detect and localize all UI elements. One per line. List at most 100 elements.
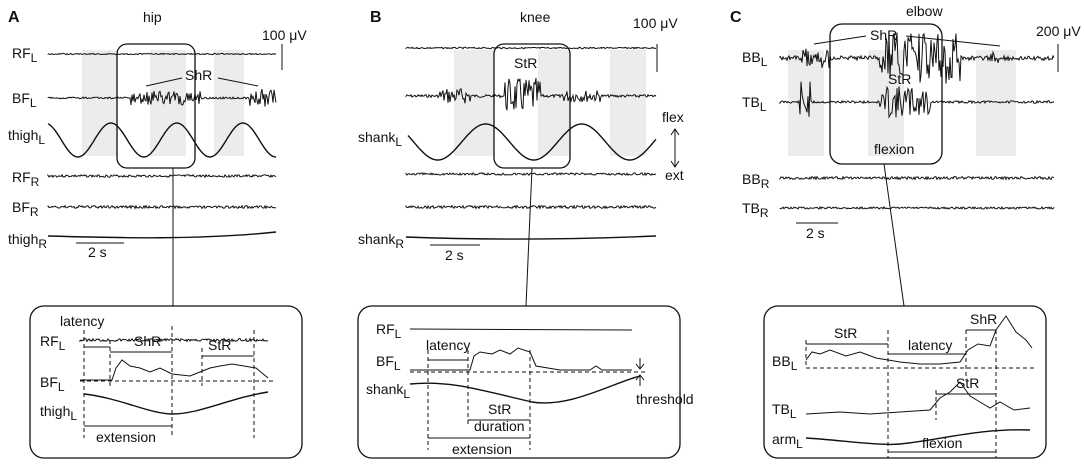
shr-label: ShR xyxy=(134,333,161,349)
inset-box xyxy=(357,305,681,459)
duration-label: duration xyxy=(474,418,525,434)
joint-label: elbow xyxy=(906,3,943,19)
reflex-label: ShR xyxy=(185,67,212,83)
trace-label: BBR xyxy=(742,171,770,191)
reflex-arrow xyxy=(813,35,867,45)
kinematic-trace xyxy=(407,123,657,161)
shr-label: ShR xyxy=(970,311,997,327)
emg-trace xyxy=(47,173,277,179)
panel-c: C elbow 200 μV BBL TBL BBR TBR ShR StR f… xyxy=(730,3,1081,459)
inset-kinematic-trace xyxy=(83,391,269,415)
inset-trace-label: BBL xyxy=(772,353,798,373)
inset-emg-trace xyxy=(805,315,1033,365)
threshold-label: threshold xyxy=(636,391,694,407)
inset-trace-label: TBL xyxy=(772,401,797,421)
inset-emg-trace xyxy=(410,347,632,371)
amplitude-scale-label: 100 μV xyxy=(262,27,307,43)
emg-trace xyxy=(47,88,277,107)
kinematic-trace xyxy=(47,231,277,239)
inset-emg-trace xyxy=(409,328,633,331)
stance-band xyxy=(214,50,244,156)
amplitude-scale-label: 200 μV xyxy=(1036,23,1081,39)
emg-trace xyxy=(405,171,657,177)
inset-emg-trace xyxy=(79,337,269,343)
reflex-label: ShR xyxy=(870,27,897,43)
emg-trace xyxy=(405,77,657,111)
str-label: StR xyxy=(488,401,511,417)
emg-trace xyxy=(779,32,1055,84)
trace-label: RFL xyxy=(12,45,38,65)
inset-trace-label: BFL xyxy=(376,353,401,373)
inset-trace-label: armL xyxy=(772,431,803,451)
reflex-label: StR xyxy=(888,71,911,87)
amplitude-scale-label: 100 μV xyxy=(633,15,678,31)
panel-letter: C xyxy=(730,9,742,26)
reflex-arrow xyxy=(905,35,1001,47)
zoom-window xyxy=(116,43,196,169)
inset-emg-trace xyxy=(80,359,269,381)
panel-a: A hip 100 μV RFL BFL thighL RFR BFR thig… xyxy=(8,9,307,459)
stance-band xyxy=(788,50,824,156)
inset-kinematic-trace xyxy=(409,375,641,404)
latency-label: latency xyxy=(908,337,952,353)
emg-trace xyxy=(405,204,657,210)
flex-label: flex xyxy=(662,109,684,125)
inset-trace-label: BFL xyxy=(40,374,65,394)
emg-trace xyxy=(47,52,277,56)
panel-letter: A xyxy=(8,9,20,26)
inset-box xyxy=(763,305,1047,459)
stance-band xyxy=(976,50,1016,156)
reflex-label: StR xyxy=(514,55,537,71)
trace-label: shankR xyxy=(358,231,404,251)
emg-trace xyxy=(779,205,1055,210)
inset-trace-label: thighL xyxy=(40,403,77,423)
phase-label: flexion xyxy=(874,141,914,157)
stance-band xyxy=(454,50,494,156)
extension-label: extension xyxy=(96,429,156,445)
trace-label: RFR xyxy=(12,169,40,189)
extension-label: extension xyxy=(452,441,512,457)
emg-trace xyxy=(779,175,1054,181)
joint-label: knee xyxy=(520,9,551,25)
str-label: StR xyxy=(834,325,857,341)
ext-label: ext xyxy=(665,167,684,183)
inset-kinematic-trace xyxy=(805,429,1031,446)
kinematic-trace xyxy=(405,235,657,240)
trace-label: BFL xyxy=(12,90,37,110)
emg-trace xyxy=(779,81,1055,119)
stance-band xyxy=(82,50,118,156)
inset-trace-label: RFL xyxy=(376,321,402,341)
time-scale-label: 2 s xyxy=(445,247,464,263)
trace-label: shankL xyxy=(358,129,402,149)
panel-b: B knee 100 μV shankL shankR flex ext StR… xyxy=(357,9,694,459)
time-scale-label: 2 s xyxy=(88,244,107,260)
reflex-arrow xyxy=(217,77,259,87)
trace-label: TBR xyxy=(742,200,769,220)
flex-ext-arrow xyxy=(670,128,680,168)
zoom-connector xyxy=(525,167,533,307)
panel-letter: B xyxy=(370,9,382,26)
latency-label: latency xyxy=(426,337,470,353)
stance-band xyxy=(610,50,646,156)
zoom-connector xyxy=(883,163,905,307)
stance-band xyxy=(538,50,570,156)
joint-label: hip xyxy=(143,9,162,25)
inset-box xyxy=(29,305,303,459)
threshold-arrows xyxy=(635,358,645,386)
trace-label: BBL xyxy=(742,49,768,69)
trace-label: TBL xyxy=(742,94,767,114)
str2-label: StR xyxy=(956,375,979,391)
zoom-window xyxy=(829,23,943,165)
kinematic-trace xyxy=(47,122,277,158)
inset-trace-label: RFL xyxy=(40,333,66,353)
trace-label: thighR xyxy=(8,231,47,251)
inset-trace-label: shankL xyxy=(366,381,410,401)
latency-label: latency xyxy=(60,313,104,329)
str-label: StR xyxy=(208,337,231,353)
flexion-label: flexion xyxy=(922,435,962,451)
trace-label: BFR xyxy=(12,199,39,219)
time-scale-label: 2 s xyxy=(806,225,825,241)
reflex-arrow xyxy=(145,77,183,87)
emg-trace xyxy=(47,204,277,210)
